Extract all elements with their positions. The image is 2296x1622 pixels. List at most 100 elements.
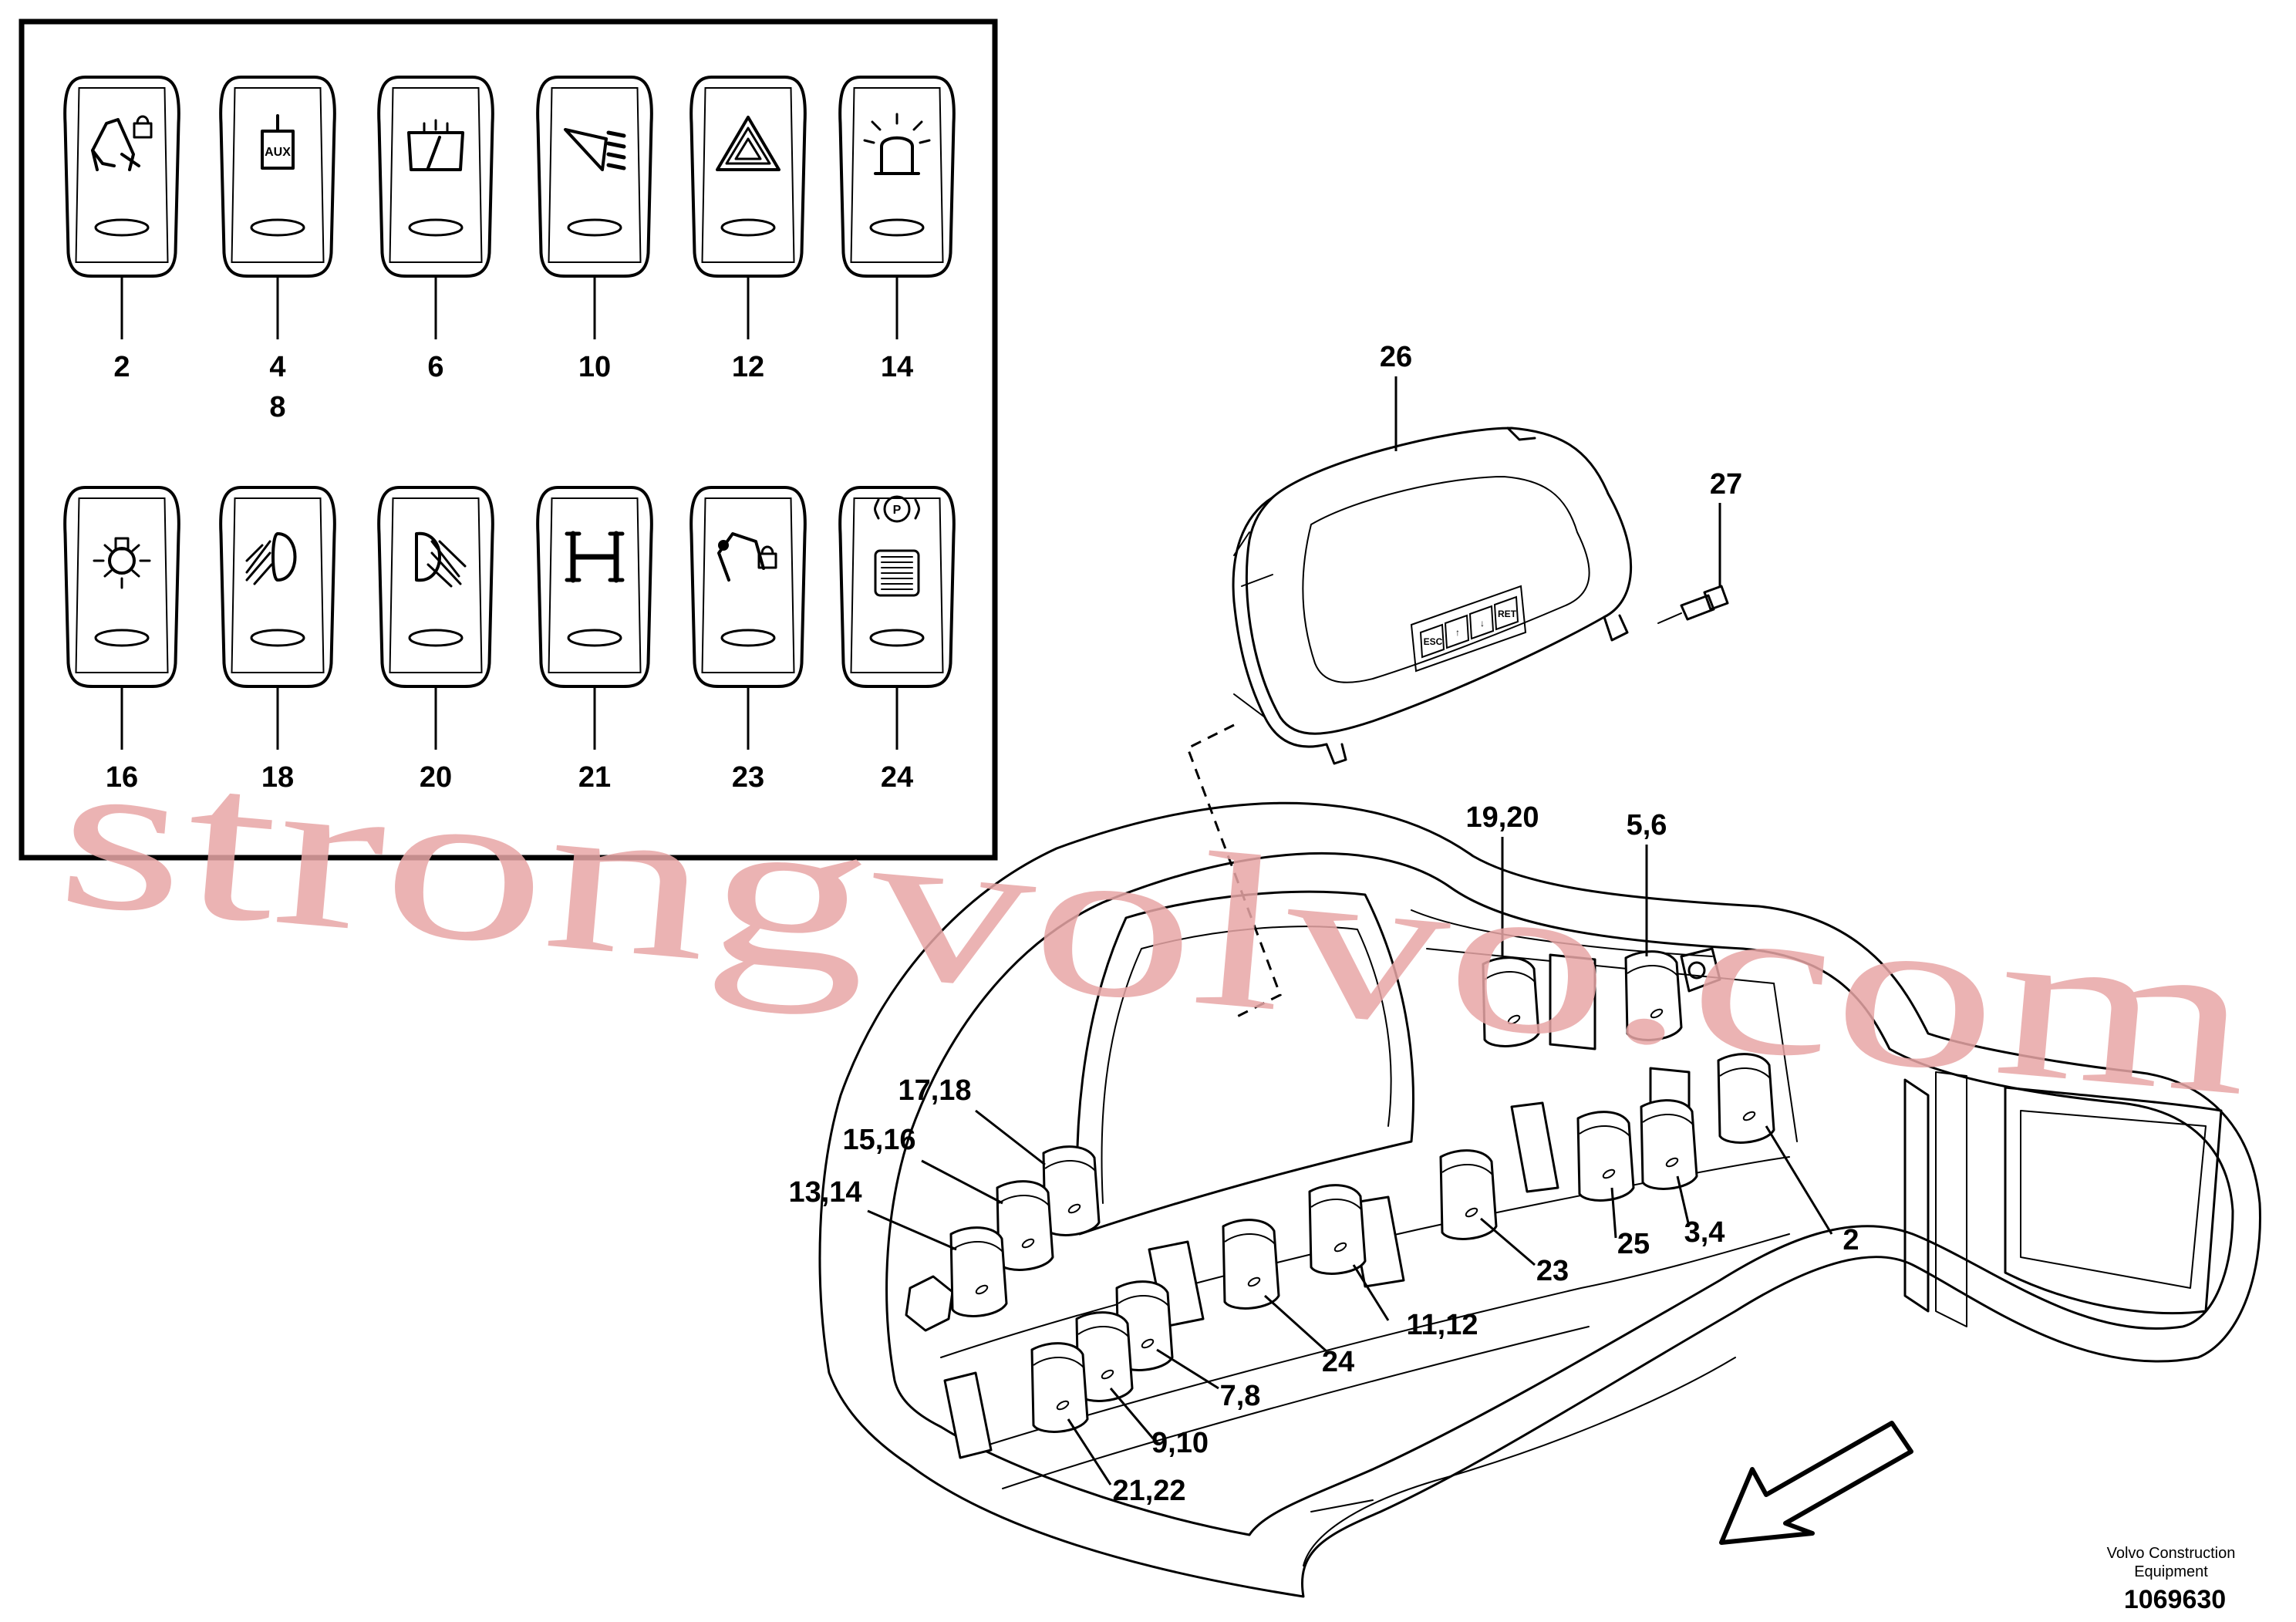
callout-3-4: 3,4: [1684, 1216, 1725, 1249]
switch-body: [536, 486, 653, 688]
switch-11-12: [1308, 1184, 1367, 1275]
legend-label-12: 24: [881, 761, 913, 794]
switch-indicator-lens: [720, 218, 776, 237]
switch-indicator-lens: [408, 629, 464, 647]
switch-indicator-lens: [250, 218, 305, 237]
switch-bezel: [231, 497, 325, 673]
switch-bezel: [389, 87, 483, 263]
switch-bezel: [231, 87, 325, 263]
switch-bezel: [548, 87, 642, 263]
high-beam-icon: [415, 531, 467, 588]
switch-body: [377, 76, 494, 278]
callout-25: 25: [1617, 1228, 1650, 1260]
callout-13-14: 13,14: [788, 1176, 861, 1209]
legend-switch-6: 14: [838, 76, 956, 383]
callout-15-16: 15,16: [842, 1124, 915, 1156]
wiper-icon: [407, 119, 464, 171]
travel-mode-icon: [565, 531, 625, 583]
screw: [1657, 585, 1729, 624]
callout-11-12: 11,12: [1407, 1309, 1478, 1341]
callout-24: 24: [1322, 1346, 1354, 1378]
callout-21-22: 21,22: [1112, 1475, 1185, 1507]
switch-indicator-lens: [250, 629, 305, 647]
display-button-label: RET: [1498, 609, 1517, 619]
callout-27: 27: [1710, 468, 1742, 501]
switch-bezel: [850, 87, 944, 263]
display-button-3: ↓: [1468, 605, 1495, 640]
callout-19-20: 19,20: [1465, 801, 1539, 834]
switch-body: [219, 76, 336, 278]
legend-label-2: 4: [269, 351, 285, 383]
switch-23: [1439, 1149, 1498, 1240]
excavator-lock-icon: [91, 115, 153, 171]
switch-17-18: [1042, 1145, 1101, 1236]
switch-bezel: [701, 87, 795, 263]
switch-body: [377, 486, 494, 688]
legend-label-4: 10: [578, 351, 611, 383]
switch-bezel: [389, 497, 483, 673]
cab-light-icon: [93, 537, 151, 589]
switch-indicator-lens: [567, 629, 622, 647]
work-light-icon: [564, 128, 626, 171]
footer-company-line1: Volvo Construction: [2107, 1545, 2236, 1562]
display-connector-dashed: [1186, 723, 1282, 1020]
legend-frame: [19, 19, 998, 861]
footer-company-line2: Equipment: [2134, 1563, 2208, 1580]
display-button-label: ↑: [1455, 627, 1460, 638]
callout-2: 2: [1843, 1224, 1859, 1256]
switch-bezel: [548, 497, 642, 673]
switch-21-22: [1030, 1342, 1089, 1433]
callout-5-6: 5,6: [1627, 809, 1667, 841]
keypad-frame: [1410, 585, 1527, 673]
svg-text:AUX: AUX: [265, 146, 291, 159]
legend-switch-5: 12: [689, 76, 807, 383]
beacon-icon: [863, 113, 931, 175]
callout-23: 23: [1536, 1255, 1569, 1287]
switch-2: [1717, 1053, 1775, 1144]
switch-13-14: [949, 1226, 1008, 1317]
legend-switch-1: 2: [63, 76, 180, 383]
switch-25-rocker: [1576, 1111, 1635, 1202]
switch-5-6: [1624, 950, 1683, 1041]
legend-label-9: 20: [420, 761, 452, 794]
ignition-key-icon: [1680, 947, 1721, 993]
switch-body: [219, 486, 336, 688]
legend-switch-7: 16: [63, 486, 180, 794]
display-keypad: ESC↑↓RET: [1410, 585, 1527, 673]
arm-lock-icon: [717, 532, 777, 582]
legend-switch-3: 6: [377, 76, 494, 383]
switch-bezel: [75, 497, 169, 673]
legend-label-8: 18: [261, 761, 294, 794]
legend-switch-12: P24: [838, 486, 956, 794]
callouts: 26 27 19,20 5,6 17,18 15,16 13,14 2 23 2…: [788, 341, 1859, 1507]
legend-label-1: 2: [113, 351, 130, 383]
callout-9-10: 9,10: [1151, 1427, 1209, 1459]
legend-label-10: 21: [578, 761, 611, 794]
low-beam-icon: [245, 532, 297, 585]
drawing-number: 1069630: [2124, 1585, 2226, 1614]
switch-body: [689, 76, 807, 278]
switch-body: [838, 76, 956, 278]
legend-label-7: 16: [106, 761, 138, 794]
switch-bezel: [75, 87, 169, 263]
legend-label-3: 6: [427, 351, 443, 383]
switch-body: [689, 486, 807, 688]
legend-switch-2: AUX 4 8: [219, 76, 336, 423]
switch-indicator-lens: [408, 218, 464, 237]
legend-switch-10: 21: [536, 486, 653, 794]
switch-indicator-lens: [94, 629, 150, 647]
watermark-text: strongvolvo.com: [50, 707, 2261, 1142]
callout-17-18: 17,18: [898, 1074, 971, 1107]
switch-indicator-lens: [720, 629, 776, 647]
switch-15-16: [996, 1180, 1054, 1271]
callout-7-8: 7,8: [1220, 1380, 1261, 1412]
legend-label-6: 14: [881, 351, 913, 383]
switch-24: [1222, 1219, 1280, 1310]
callout-26: 26: [1380, 341, 1412, 373]
direction-arrow-icon: [1719, 1421, 1913, 1545]
hazard-warning-icon: [716, 116, 781, 171]
callout-leaders: [867, 376, 1833, 1485]
legend-label-2-second: 8: [269, 391, 285, 423]
switch-body: [536, 76, 653, 278]
